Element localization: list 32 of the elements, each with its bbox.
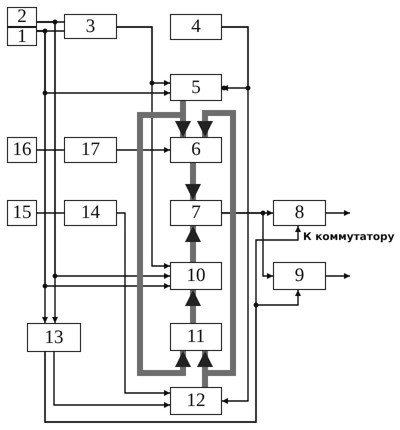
note-label: К коммутатору [303, 231, 394, 243]
block-number: 8 [294, 202, 304, 224]
block-number: 15 [12, 202, 32, 224]
arrow [326, 273, 350, 279]
arrow [117, 212, 170, 396]
block-number: 3 [86, 16, 96, 38]
arrow [53, 352, 170, 408]
block-number: 12 [186, 390, 206, 412]
thick-arrow [185, 163, 201, 200]
connector-line [37, 212, 64, 214]
arrow [326, 210, 350, 216]
connector-line [37, 149, 64, 151]
block-number: 1 [17, 26, 27, 48]
arrow [117, 147, 170, 153]
block-number: 17 [81, 139, 100, 161]
block-number: 14 [81, 202, 100, 224]
block-number: 7 [191, 202, 201, 224]
block-number: 16 [12, 139, 32, 161]
block-number: 6 [191, 139, 201, 161]
arrow [117, 26, 170, 269]
arrow [222, 26, 249, 404]
thick-arrow [185, 226, 201, 262]
block-number: 11 [186, 326, 206, 348]
block-number: 4 [191, 16, 201, 38]
block-number: 10 [186, 265, 206, 287]
block-number: 5 [191, 76, 201, 98]
block-number: 2 [17, 6, 27, 28]
block-number: 13 [44, 326, 64, 348]
thick-arrow [185, 290, 201, 323]
arrow [44, 290, 301, 423]
block-number: 9 [294, 265, 304, 287]
arrow [222, 212, 273, 279]
